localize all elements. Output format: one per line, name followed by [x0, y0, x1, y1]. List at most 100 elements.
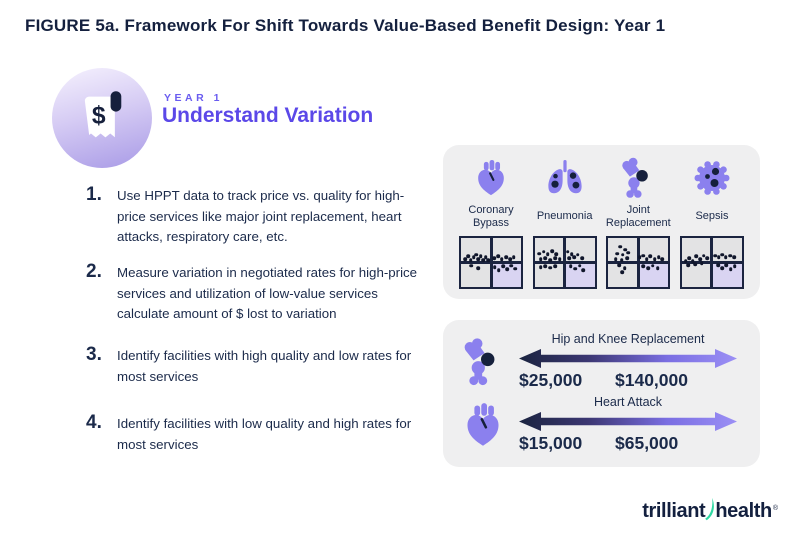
scatter-dot — [581, 268, 586, 273]
logo-word-trilliant: trilliant — [642, 500, 706, 522]
price-low: $25,000 — [519, 370, 583, 390]
trilliant-health-logo: trilliant health ® — [642, 495, 778, 523]
scatter-dot — [690, 259, 695, 263]
scatter-dot — [481, 258, 485, 262]
scatter-dot — [497, 268, 501, 273]
chart-axis-horizontal — [681, 260, 742, 264]
price-range-panel: Hip and Knee Replacement $25,000 $140,00… — [443, 320, 760, 467]
step-text: Identify facilities with low quality and… — [117, 416, 412, 452]
scatter-dot — [655, 266, 660, 271]
scatter-dot — [615, 251, 620, 256]
scatter-dot — [572, 255, 577, 260]
scatter-dot — [683, 259, 688, 264]
price-range-heart-attack: Heart Attack $15,000 $65,000 — [457, 394, 746, 456]
step-number: 3. — [86, 344, 102, 365]
scatter-dot — [538, 265, 543, 270]
price-high: $65,000 — [615, 433, 679, 453]
scatter-dot — [617, 263, 621, 268]
scatter-dot — [620, 270, 624, 275]
scatter-dot — [641, 253, 645, 258]
scatter-dot — [626, 250, 630, 255]
scatter-dot — [492, 256, 496, 261]
scatter-dot — [646, 266, 650, 271]
scatter-dot — [474, 252, 478, 257]
service-label: Coronary Bypass — [468, 203, 514, 230]
scatter-dot — [622, 266, 627, 271]
scatter-dots — [461, 238, 521, 287]
scatter-dot — [728, 253, 732, 258]
step-item-1: 1. Use HPPT data to track price vs. qual… — [86, 184, 430, 248]
scatter-dot — [577, 264, 582, 268]
scatter-dot — [701, 253, 706, 258]
step-number: 1. — [86, 184, 102, 205]
scatter-dot — [463, 257, 467, 262]
scatter-dot — [723, 255, 728, 260]
sepsis-icon — [692, 155, 732, 200]
price-low: $15,000 — [519, 433, 583, 453]
scatter-dot — [548, 266, 553, 270]
scatter-dot — [479, 254, 483, 259]
step-number: 4. — [86, 412, 102, 433]
step-item-2: 2. Measure variation in negotiated rates… — [86, 261, 430, 325]
scatter-dot — [648, 254, 653, 259]
scatter-dot — [537, 251, 542, 256]
service-joint-replacement: Joint Replacement — [602, 155, 674, 290]
scatter-dot — [469, 264, 473, 268]
scatter-dot — [728, 267, 733, 272]
price-range-body: Hip and Knee Replacement $25,000 $140,00… — [517, 332, 739, 392]
step-item-3: 3. Identify facilities with high quality… — [86, 344, 430, 387]
scatter-dot — [650, 264, 655, 268]
price-range-hip-knee: Hip and Knee Replacement $25,000 $140,00… — [457, 331, 746, 393]
scatter-dot — [644, 257, 649, 261]
year-label: YEAR 1 — [164, 92, 223, 104]
scatter-dot — [716, 263, 720, 268]
scatter-dot — [641, 264, 645, 269]
scatter-dot — [500, 257, 504, 261]
scatter-dot — [618, 244, 623, 249]
scatter-dot — [623, 247, 627, 252]
service-label: Sepsis — [695, 210, 729, 223]
heart-icon — [472, 155, 510, 200]
scatter-dot — [550, 249, 554, 253]
scatter-dot — [570, 252, 574, 256]
scatter-dot — [716, 255, 721, 260]
scatter-dots — [535, 238, 595, 287]
logo-word-health: health — [715, 500, 772, 522]
scatter-dot — [538, 257, 543, 262]
service-label: Pneumonia — [536, 210, 593, 223]
price-high: $140,000 — [615, 370, 688, 390]
scatter-chart-joint-replacement — [606, 235, 671, 290]
receipt-badge: $ — [52, 68, 152, 168]
service-label: Joint Replacement — [605, 203, 671, 230]
price-values: $25,000 $140,000 — [517, 370, 739, 392]
scatter-dot — [513, 267, 517, 271]
step-text: Identify facilities with high quality an… — [117, 348, 412, 384]
scatter-dot — [541, 249, 546, 254]
scatter-dot — [512, 255, 516, 260]
scatter-dot — [720, 252, 724, 257]
scatter-dot — [476, 257, 481, 262]
scatter-dot — [620, 252, 625, 257]
scatter-dot — [637, 255, 642, 260]
scatter-dot — [568, 264, 573, 269]
heart-icon — [457, 401, 509, 449]
scatter-dot — [699, 261, 704, 266]
scatter-dot — [713, 253, 717, 258]
price-range-body: Heart Attack $15,000 $65,000 — [517, 395, 739, 455]
service-coronary-bypass: Coronary Bypass — [455, 155, 527, 290]
logo-swoosh-icon — [705, 497, 715, 521]
joint-icon — [457, 337, 509, 387]
scatter-dot — [573, 267, 578, 271]
figure-title: FIGURE 5a. Framework For Shift Towards V… — [25, 16, 666, 35]
scatter-dot — [580, 256, 584, 261]
price-range-arrow — [519, 349, 737, 368]
scatter-dot — [694, 254, 699, 259]
price-range-label: Heart Attack — [593, 395, 663, 409]
section-heading: Understand Variation — [162, 104, 374, 127]
chart-axis-horizontal — [608, 260, 669, 264]
price-range-label: Hip and Knee Replacement — [551, 332, 705, 346]
scatter-dot — [724, 263, 729, 268]
scatter-dot — [660, 257, 665, 261]
scatter-dot — [492, 265, 497, 270]
